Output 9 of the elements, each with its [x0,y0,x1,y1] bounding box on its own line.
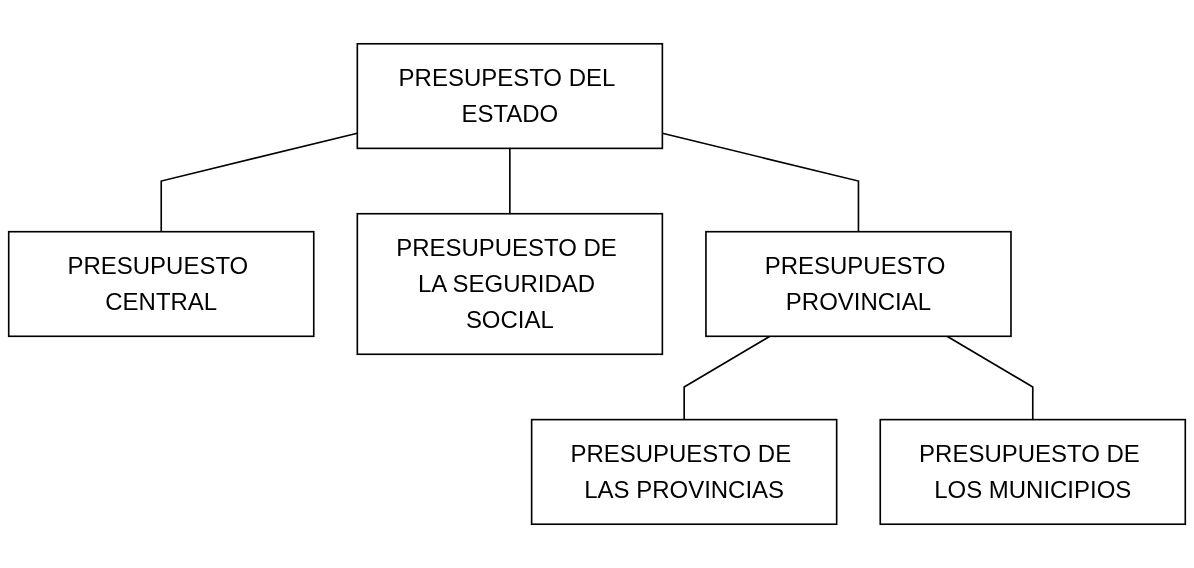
connector [683,335,771,421]
node-box: PRESUPUESTO CENTRAL [7,230,315,338]
node-box: PRESUPUESTO DE LOS MUNICIPIOS [879,418,1187,526]
connector [509,147,511,215]
node-box: PRESUPUESTO DE LAS PROVINCIAS [530,418,838,526]
node-box: PRESUPUESTO DE LA SEGURIDAD SOCIAL [356,212,664,356]
node-box: PRESUPESTO DEL ESTADO [356,42,664,150]
connector [946,335,1034,421]
node-box: PRESUPUESTO PROVINCIAL [705,230,1012,338]
